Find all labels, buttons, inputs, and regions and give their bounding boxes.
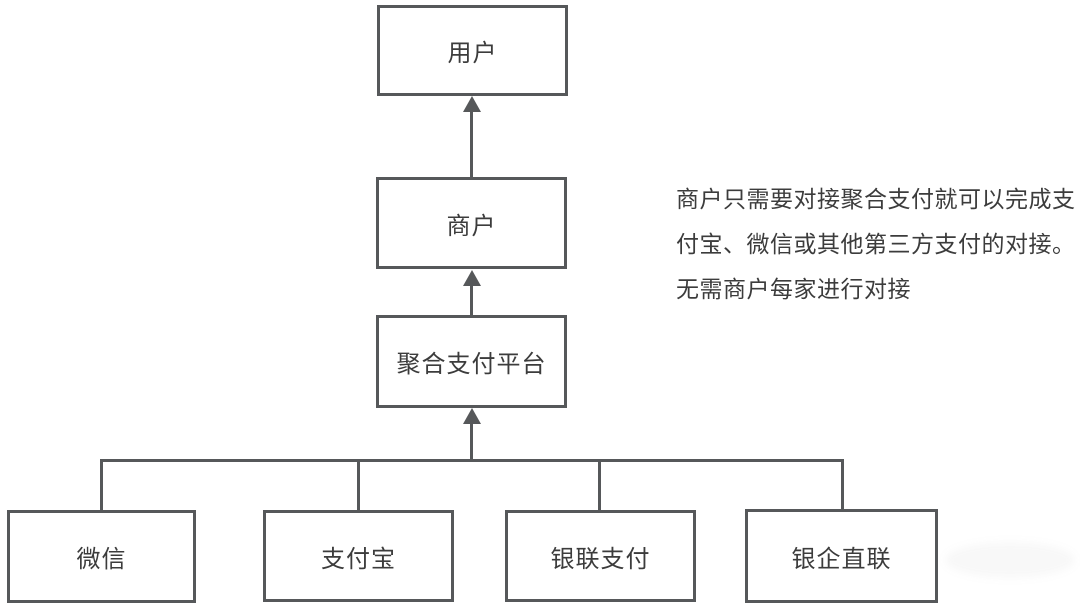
node-aggregated-payment-platform: 聚合支付平台 [376, 315, 567, 408]
node-unionpay-label: 银联支付 [550, 545, 651, 573]
node-wechat: 微信 [7, 510, 196, 603]
annotation-line: 商户只需要对接聚合支付就可以完成支 [676, 186, 1076, 212]
connector-drop-wechat [100, 459, 103, 512]
node-user: 用户 [377, 5, 568, 96]
arrow-tree-to-platform-shaft [470, 422, 473, 462]
arrow-merchant-to-user-head-icon [463, 96, 481, 112]
arrow-platform-to-merchant-head-icon [463, 270, 481, 286]
node-unionpay: 银联支付 [505, 510, 696, 602]
annotation-line: 付宝、微信或其他第三方支付的对接。 [676, 231, 1076, 257]
node-alipay: 支付宝 [263, 510, 454, 602]
watermark-smudge [945, 542, 1075, 578]
connector-drop-alipay [357, 459, 360, 512]
connector-drop-bank [841, 459, 844, 511]
connector-horizontal-bus [100, 459, 844, 462]
arrow-tree-to-platform-head-icon [463, 408, 481, 424]
node-bank-enterprise-direct: 银企直联 [745, 509, 938, 603]
arrow-platform-to-merchant-shaft [470, 283, 473, 315]
annotation-text: 商户只需要对接聚合支付就可以完成支 付宝、微信或其他第三方支付的对接。 无需商户… [676, 177, 1076, 312]
node-merchant: 商户 [376, 177, 567, 269]
node-aggregated-payment-platform-label: 聚合支付平台 [396, 351, 547, 378]
annotation-line: 无需商户每家进行对接 [676, 276, 911, 302]
connector-drop-unionpay [598, 459, 601, 512]
node-user-label: 用户 [447, 40, 498, 67]
node-alipay-label: 支付宝 [321, 545, 396, 573]
arrow-merchant-to-user-shaft [470, 110, 473, 177]
node-bank-enterprise-direct-label: 银企直联 [791, 545, 892, 573]
node-wechat-label: 微信 [76, 546, 127, 573]
node-merchant-label: 商户 [446, 212, 497, 240]
